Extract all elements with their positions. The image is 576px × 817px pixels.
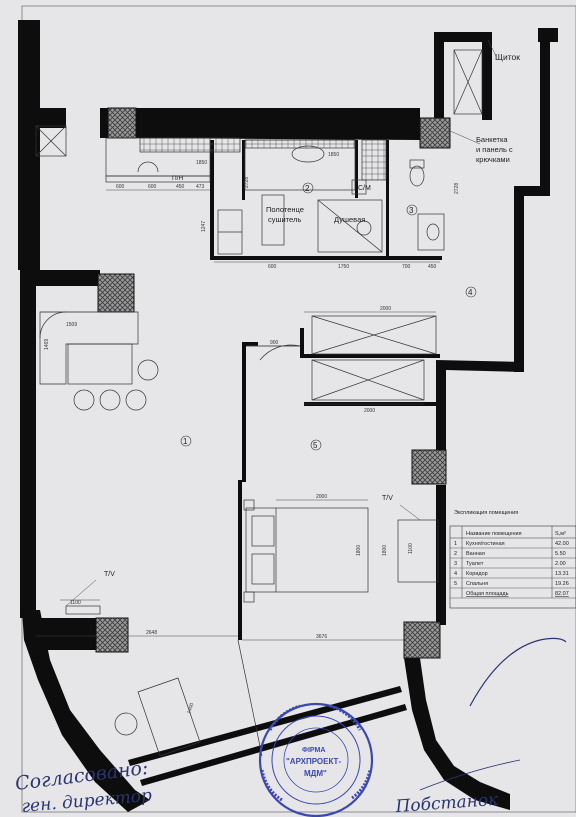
legend-row-n: 5 [454, 581, 457, 587]
dimension-lines [36, 39, 497, 641]
stamp-line-1: ФІРМА [302, 747, 325, 754]
dim-label: 2000 [316, 494, 327, 500]
fixtures [35, 49, 483, 757]
dim-label: 2000 [364, 408, 375, 414]
legend-row-n: 4 [454, 571, 457, 577]
legend-row-area: 5.50 [555, 551, 566, 557]
label-washer: С/М [358, 185, 371, 192]
room-labels: Щиток Банкетка и панель с крючками П/Н П… [104, 52, 520, 578]
dim-label: 600 [268, 264, 277, 270]
legend-row-area: 42.00 [555, 541, 569, 547]
dimension-texts: 600 600 450 473 1850 1850 2728 1247 2728… [44, 152, 460, 715]
room-numbers [180, 182, 477, 451]
dim-label: 1100 [408, 543, 414, 554]
legend-row-name: Коридор [466, 571, 488, 577]
legend-col-area: S,м² [555, 531, 566, 537]
legend-row-name: Туалет [466, 561, 484, 567]
dim-label: 2000 [380, 306, 391, 312]
dim-label: 1750 [338, 264, 349, 270]
dim-label: 1850 [328, 152, 339, 158]
legend-row-name: Ванная [466, 551, 485, 557]
legend-total-value: 82.07 [555, 591, 569, 597]
legend-total-label: Общая площадь [466, 591, 509, 597]
label-shield: Щиток [495, 52, 520, 62]
label-bench-2: и панель с [476, 145, 513, 154]
dim-label: 2728 [454, 183, 460, 194]
legend-row-n: 1 [454, 541, 457, 547]
dim-label: 2648 [146, 630, 157, 636]
dim-label: 600 [148, 184, 157, 190]
handwriting: Согласовано: ген. директор Побстанок [14, 637, 567, 817]
dim-label: 3676 [316, 634, 327, 640]
dim-label: 1100 [70, 600, 81, 606]
label-towel-2: сушитель [268, 215, 301, 224]
dim-label: 700 [402, 264, 411, 270]
room-number-2: 2 [305, 184, 310, 193]
label-bench-3: крючками [476, 155, 510, 164]
dim-label: 1400 [186, 702, 195, 715]
label-shower: Душевая [334, 215, 365, 224]
label-tv-living: T/V [104, 571, 115, 578]
legend-row-area: 13.31 [555, 571, 569, 577]
dim-label: 600 [116, 184, 125, 190]
columns [95, 107, 451, 659]
legend-row-area: 2.00 [555, 561, 566, 567]
room-number-5: 5 [313, 441, 318, 450]
handwritten-signature: Побстанок [394, 790, 500, 817]
legend-row-name: Спальня [466, 581, 488, 587]
label-bench: Банкетка [476, 135, 508, 144]
dim-label: 450 [428, 264, 437, 270]
legend-title: Экспликация помещения [454, 510, 518, 516]
dim-label: 473 [196, 184, 205, 190]
stamp-line-3: МДМ" [304, 769, 327, 778]
dim-label: 1247 [201, 221, 207, 232]
dim-label: 450 [176, 184, 185, 190]
legend-row-n: 2 [454, 551, 457, 557]
stamp-line-2: "АРХПРОЕКТ- [286, 757, 341, 766]
dim-label: 1800 [356, 545, 362, 556]
dim-label: 1509 [66, 322, 77, 328]
dim-label: 1800 [382, 545, 388, 556]
legend-row-name: Кухня/гостиная [466, 541, 505, 547]
legend-row-area: 19.26 [555, 581, 569, 587]
label-kitchen-tag: П/Н [172, 175, 183, 182]
room-number-1: 1 [183, 437, 188, 446]
dim-label: 2728 [244, 177, 250, 188]
explication-table: Экспликация помещения Название помещения… [449, 510, 576, 609]
label-tv-bedroom: T/V [382, 495, 393, 502]
label-towel: Полотенце [266, 205, 304, 214]
dim-label: 1850 [196, 160, 207, 166]
legend-row-n: 3 [454, 561, 457, 567]
dim-label: 900 [270, 340, 279, 346]
room-number-3: 3 [409, 206, 414, 215]
legend-col-name: Название помещения [466, 531, 522, 537]
room-number-4: 4 [468, 288, 473, 297]
dim-label: 1469 [44, 339, 50, 350]
company-stamp: ФІРМА "АРХПРОЕКТ- МДМ" [258, 702, 374, 817]
